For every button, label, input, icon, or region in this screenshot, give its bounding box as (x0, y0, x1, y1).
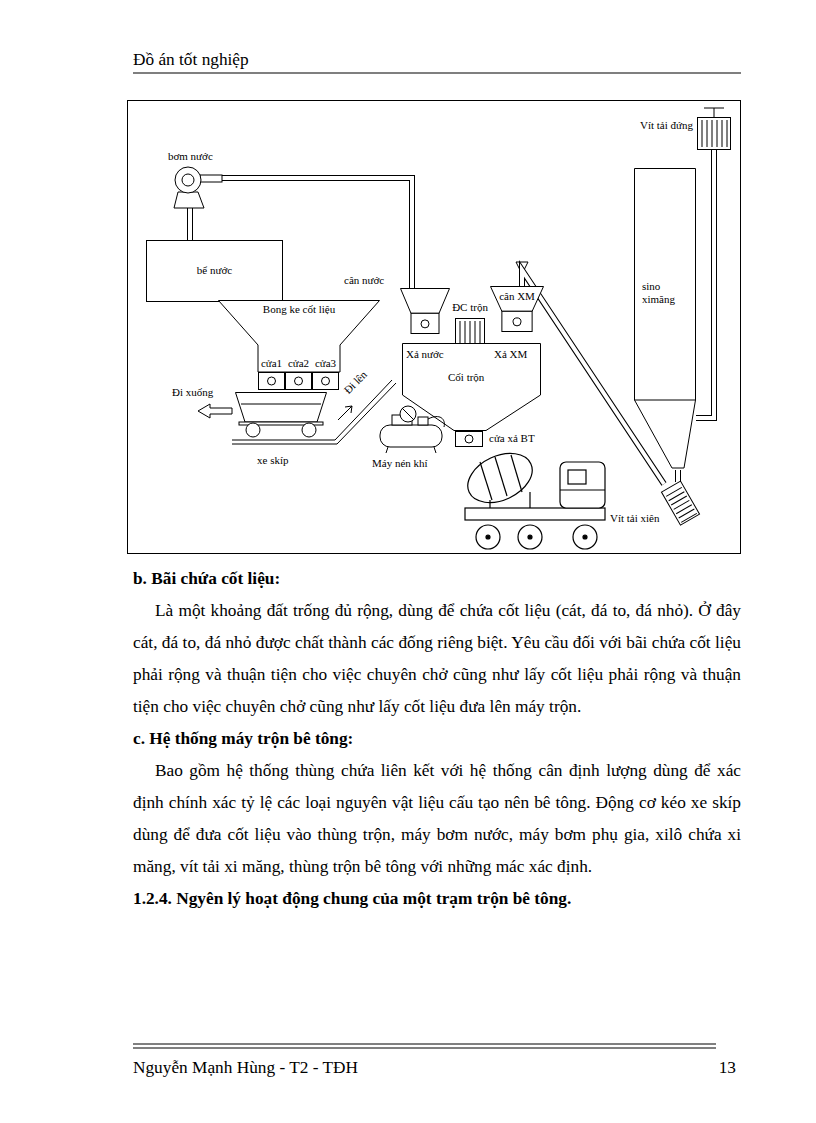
inclined-screw-motor: Vít tải xiên (664, 482, 698, 526)
part-label: xe skíp (257, 454, 288, 467)
pipe-inner (676, 470, 680, 482)
direction-label: Đi lên (341, 368, 369, 396)
part-label: cân nước (344, 274, 384, 287)
concrete-discharge-gate-outline (455, 431, 483, 447)
part-label: cửa3 (311, 357, 340, 370)
part-label: bơm nước (168, 150, 213, 163)
bunker-gate: cửa3 (312, 372, 339, 390)
vertical-screw-motor: Vít tải đứng (697, 117, 731, 150)
pipe-outline (696, 150, 714, 418)
page-footer: Nguyễn Mạnh Hùng - T2 - TĐH (133, 1052, 358, 1084)
water-scale-hopper: cân nước (400, 288, 450, 334)
part-label: Vít tải xiên (610, 512, 660, 525)
part-label: Bong ke cốt liệu (218, 303, 380, 316)
footer-rule (133, 1048, 716, 1049)
down-arrow (198, 404, 232, 418)
page-number: 13 (690, 1052, 736, 1084)
section-heading: b. Bãi chứa cốt liệu: (133, 563, 280, 595)
pipe-connector (696, 150, 714, 418)
section-heading: c. Hệ thống máy trộn bê tông: (133, 723, 353, 755)
screw-cap (704, 108, 724, 117)
footer-rule (133, 1044, 716, 1045)
part-label: bể nước (146, 264, 283, 277)
part-label: cân XM (490, 290, 544, 303)
pipe-connector (678, 470, 679, 482)
part-label: cửa xả BT (489, 432, 535, 445)
part-label: Cối trộn (448, 371, 484, 384)
pipe-outline (675, 470, 681, 482)
part-label: cửa1 (257, 357, 286, 370)
mixer-truck (460, 444, 605, 549)
pipe-inner (188, 208, 192, 240)
part-label: Xả XM (494, 348, 527, 361)
up-arrow (338, 406, 352, 420)
page-header: Đồ án tốt nghiệp (133, 44, 249, 76)
part-label: cửa2 (284, 357, 313, 370)
inclined-screw-motor-outline (664, 482, 698, 526)
air-compressor: Máy nén khí (378, 405, 448, 453)
water-scale-hopper-outline (400, 288, 450, 334)
part-label: Vít tải đứng (633, 119, 693, 132)
part-label: Xả nước (406, 348, 444, 361)
part-label: Máy nén khí (372, 457, 428, 470)
part-label: ĐC trộn (440, 301, 500, 314)
bunker-gate: cửa2 (285, 372, 312, 390)
skip-car: xe skíp (235, 392, 327, 438)
figure-frame (128, 101, 741, 554)
cement-scale-hopper: cân XM (490, 286, 544, 332)
cement-silo-outline (634, 168, 696, 470)
water-pump-outline (170, 165, 222, 208)
concrete-discharge-gate: cửa xả BT (455, 431, 483, 447)
bunker-gate: cửa1 (258, 372, 285, 390)
bunker-gate-outline (285, 372, 312, 390)
water-tank: bể nước (146, 240, 295, 302)
cement-silo: sino ximăng (634, 168, 696, 470)
bunker-gate-outline (312, 372, 339, 390)
body-paragraph: Bao gồm hệ thống thùng chứa liên kết với… (133, 755, 741, 883)
pipe-outline (187, 208, 193, 240)
body-paragraph: Là một khoảng đất trống đủ rộng, dùng để… (133, 595, 741, 723)
bunker-gate-outline (258, 372, 285, 390)
vertical-screw-motor-outline (697, 117, 731, 150)
direction-label: Đi xuống (172, 386, 213, 399)
air-compressor-outline (378, 405, 448, 453)
header-rule (133, 72, 741, 73)
pipe-connector (190, 208, 191, 240)
part-label: sino ximăng (642, 280, 690, 306)
section-heading: 1.2.4. Ngyên lý hoạt động chung của một … (133, 883, 571, 915)
pipe-inner (696, 150, 714, 418)
skip-car-outline (235, 392, 327, 438)
water-pump: bơm nước (170, 165, 222, 208)
